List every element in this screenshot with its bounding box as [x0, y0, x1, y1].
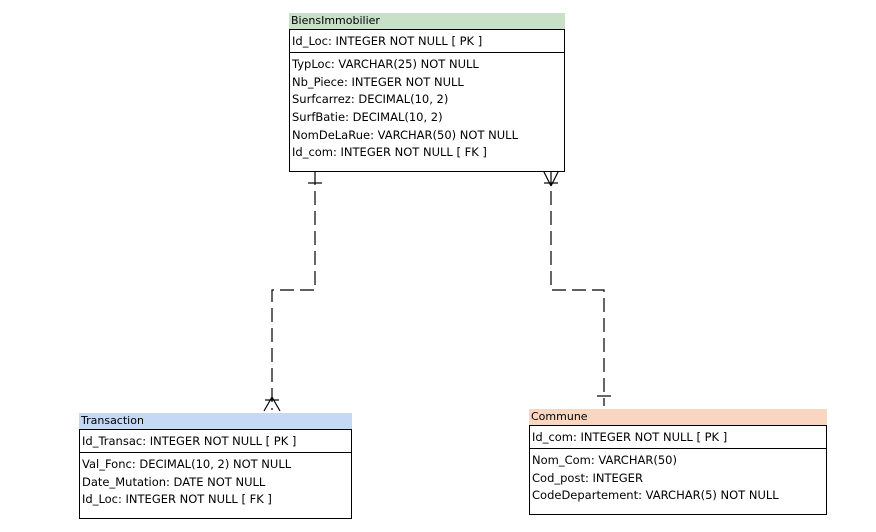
attribute: Surfcarrez: DECIMAL(10, 2): [292, 92, 449, 107]
entity-transaction[interactable]: Transaction Id_Transac: INTEGER NOT NULL…: [79, 413, 352, 519]
entity-title: BiensImmobilier: [289, 13, 565, 29]
attribute: Val_Fonc: DECIMAL(10, 2) NOT NULL: [82, 457, 292, 471]
entity-biensimmobilier[interactable]: BiensImmobilier Id_Loc: INTEGER NOT NULL…: [289, 13, 565, 172]
entity-title: Transaction: [79, 413, 352, 429]
crow-foot-transaction: [263, 396, 281, 412]
attribute: Nb_Piece: INTEGER NOT NULL: [292, 74, 464, 89]
entity-title: Commune: [529, 409, 827, 425]
primary-key-field: Id_Transac: INTEGER NOT NULL [ PK ]: [80, 430, 351, 453]
attribute: Nom_Com: VARCHAR(50): [532, 453, 677, 467]
attribute-list: Val_Fonc: DECIMAL(10, 2) NOT NULL Date_M…: [80, 453, 351, 512]
attribute: SurfBatie: DECIMAL(10, 2): [292, 110, 443, 125]
crow-foot-biens: [543, 171, 559, 187]
attribute: CodeDepartement: VARCHAR(5) NOT NULL: [532, 488, 779, 503]
relationship-biens-transaction: [271, 171, 316, 410]
attribute: TypLoc: VARCHAR(25) NOT NULL: [292, 57, 479, 71]
attribute-list: TypLoc: VARCHAR(25) NOT NULL Nb_Piece: I…: [290, 53, 564, 165]
attribute: Id_com: INTEGER NOT NULL [ FK ]: [292, 145, 487, 160]
attribute-list: Nom_Com: VARCHAR(50) Cod_post: INTEGER C…: [530, 449, 826, 508]
attribute: NomDeLaRue: VARCHAR(50) NOT NULL: [292, 127, 518, 142]
primary-key-field: Id_Loc: INTEGER NOT NULL [ PK ]: [290, 30, 564, 53]
attribute: Date_Mutation: DATE NOT NULL: [82, 474, 266, 489]
attribute: Id_Loc: INTEGER NOT NULL [ FK ]: [82, 492, 272, 507]
relationship-biens-commune: [550, 171, 605, 406]
attribute: Cod_post: INTEGER: [532, 470, 643, 485]
entity-commune[interactable]: Commune Id_com: INTEGER NOT NULL [ PK ] …: [529, 409, 827, 515]
primary-key-field: Id_com: INTEGER NOT NULL [ PK ]: [530, 426, 826, 449]
